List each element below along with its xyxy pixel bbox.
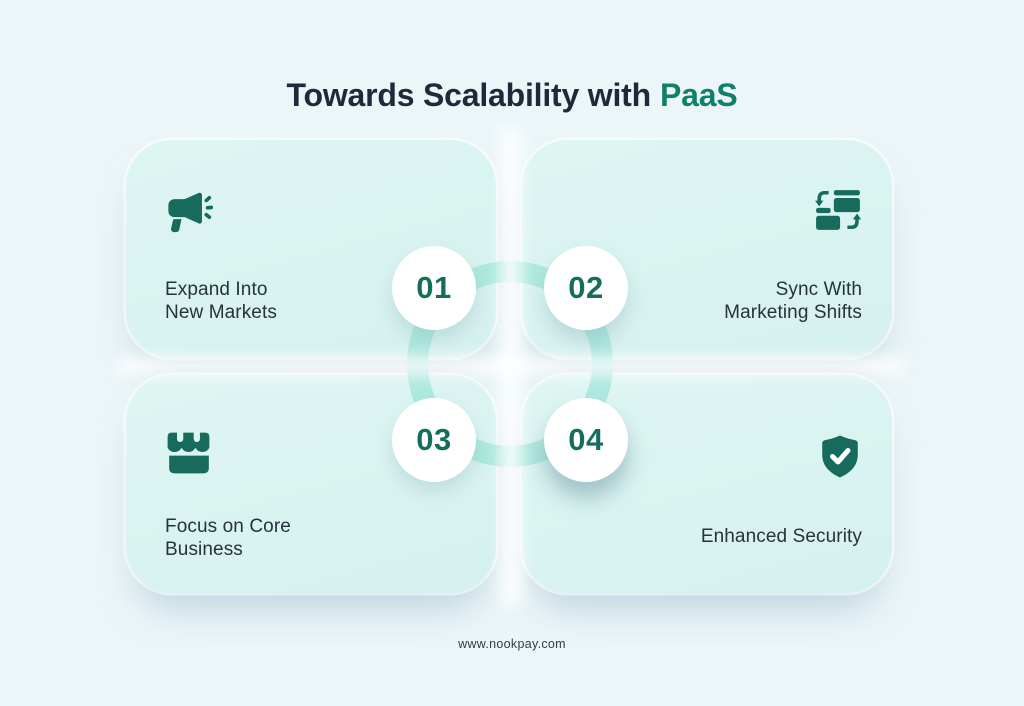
step-number: 03 <box>416 422 452 457</box>
step-circle-02: 02 <box>544 246 628 330</box>
title-highlight: PaaS <box>659 77 738 114</box>
step-circle-01: 01 <box>392 246 476 330</box>
step-circle-04: 04 <box>544 398 628 482</box>
sync-arrows-icon <box>814 186 862 234</box>
title-text: Towards Scalability with <box>286 77 652 114</box>
shield-check-icon <box>816 433 864 481</box>
megaphone-icon <box>165 188 213 236</box>
storefront-icon <box>165 429 213 477</box>
step-circle-03: 03 <box>392 398 476 482</box>
step-number: 01 <box>416 270 452 305</box>
website-footer: www.nookpay.com <box>458 637 566 651</box>
card-label: Enhanced Security <box>700 526 862 547</box>
step-number: 04 <box>568 422 604 457</box>
gap-glow-horizontal <box>118 356 904 376</box>
step-number: 02 <box>568 270 604 305</box>
